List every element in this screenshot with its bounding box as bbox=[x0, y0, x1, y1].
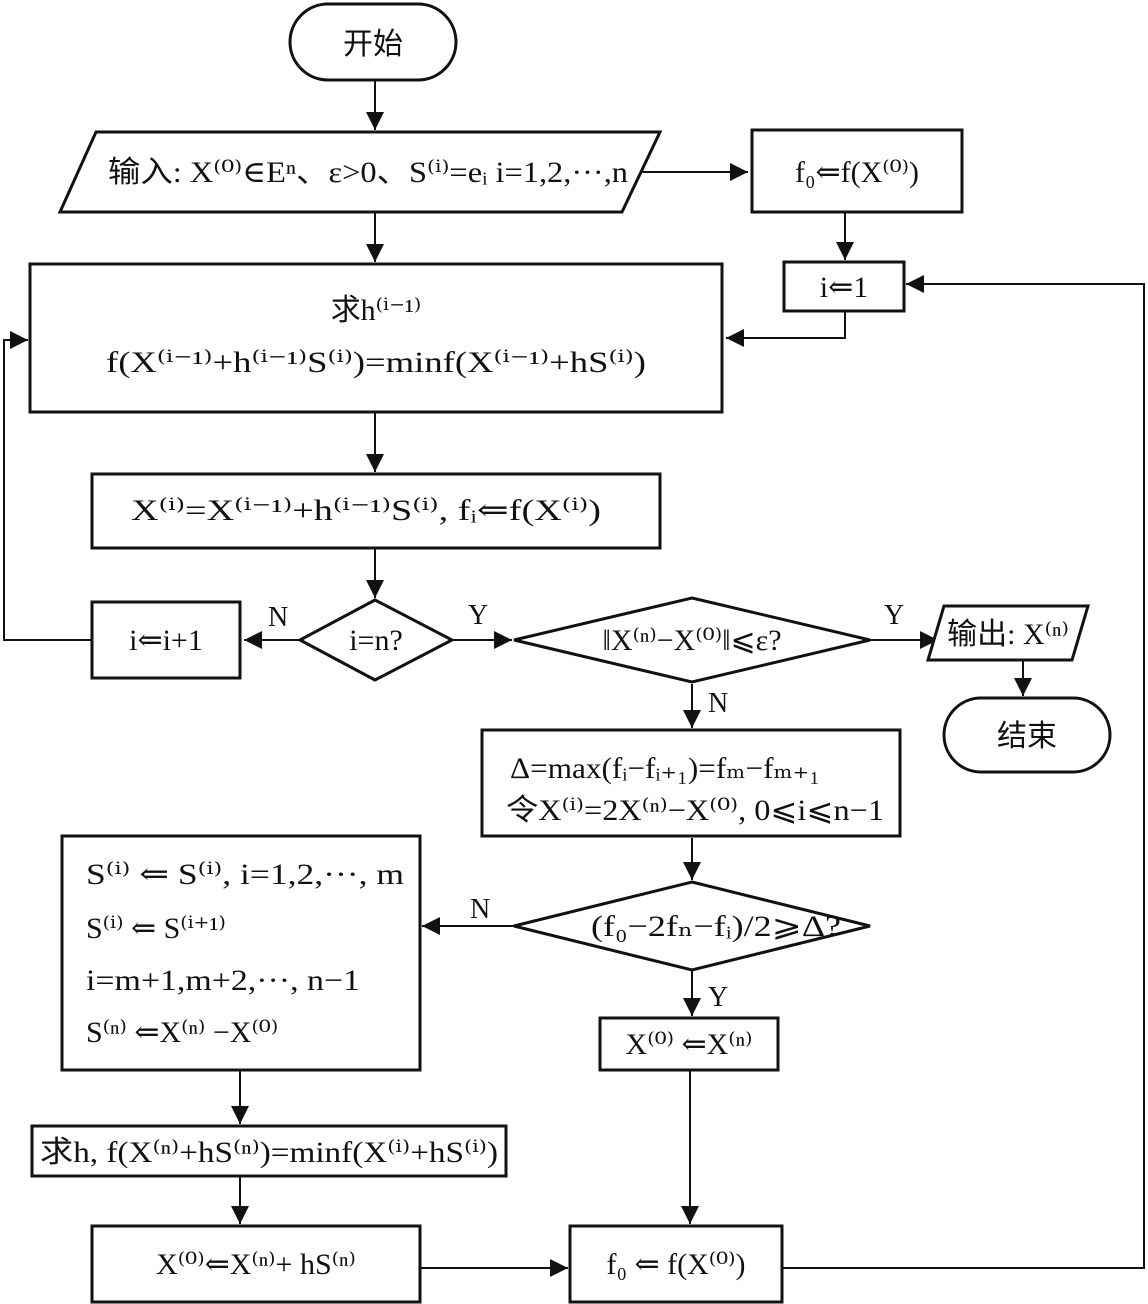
process-shape bbox=[598, 1016, 780, 1072]
edge-label-no-1: N bbox=[268, 602, 288, 633]
directions-line-2: S⁽ⁱ⁾ ⇐ S⁽ⁱ⁺¹⁾ bbox=[86, 912, 226, 945]
arrow-restart-loop bbox=[782, 275, 1145, 1269]
increment-label: i⇐i+1 bbox=[129, 624, 203, 657]
edge-label-no-3: N bbox=[470, 894, 490, 925]
x0-from-search-label: X⁽⁰⁾⇐X⁽ⁿ⁾+ hS⁽ⁿ⁾ bbox=[156, 1248, 356, 1281]
directions-line-1: S⁽ⁱ⁾ ⇐ S⁽ⁱ⁾, i=1,2,···, m bbox=[86, 858, 404, 891]
node-f0-init: f₀⇐f(X⁽⁰⁾) bbox=[750, 128, 964, 214]
connectors bbox=[3, 80, 1145, 1277]
search-h-label: 求h, f(X⁽ⁿ⁾+hS⁽ⁿ⁾)=minf(X⁽ⁱ⁾+hS⁽ⁱ⁾) bbox=[40, 1136, 498, 1169]
line-search-title: 求h⁽ⁱ⁻¹⁾ bbox=[331, 294, 422, 327]
decision-convergence-label: ‖X⁽ⁿ⁾−X⁽⁰⁾‖⩽ε? bbox=[602, 624, 781, 657]
edge-label-yes-1: Y bbox=[468, 600, 488, 631]
node-input: 输入: X⁽⁰⁾∈Eⁿ、ε>0、S⁽ⁱ⁾=eᵢ i=1,2,···,n bbox=[57, 130, 663, 214]
edge-label-yes-2: Y bbox=[884, 600, 904, 631]
delta-line-2: 令X⁽ⁱ⁾=2X⁽ⁿ⁾−X⁽⁰⁾, 0⩽i⩽n−1 bbox=[506, 794, 884, 827]
process-shape bbox=[90, 472, 662, 550]
process-shape bbox=[60, 834, 422, 1072]
directions-line-4: S⁽ⁿ⁾ ⇐X⁽ⁿ⁾ −X⁽⁰⁾ bbox=[86, 1016, 278, 1049]
end-label: 结束 bbox=[997, 720, 1057, 753]
arrow-i-to-search bbox=[726, 311, 846, 347]
edge-label-yes-3: Y bbox=[708, 982, 728, 1013]
node-output: 输出: X⁽ⁿ⁾ bbox=[925, 604, 1091, 662]
node-update: X⁽ⁱ⁾=X⁽ⁱ⁻¹⁾+h⁽ⁱ⁻¹⁾S⁽ⁱ⁾, fᵢ⇐f(X⁽ⁱ⁾) bbox=[90, 472, 662, 550]
process-shape bbox=[750, 128, 964, 214]
node-x0-from-xn: X⁽⁰⁾ ⇐X⁽ⁿ⁾ bbox=[598, 1016, 780, 1072]
i-init-label: i⇐1 bbox=[820, 271, 868, 304]
start-label: 开始 bbox=[343, 28, 403, 61]
process-shape bbox=[782, 260, 906, 313]
arrow-increment-loop bbox=[3, 331, 92, 641]
parallelogram-shape bbox=[925, 604, 1091, 662]
process-shape bbox=[568, 1224, 784, 1304]
input-label: 输入: X⁽⁰⁾∈Eⁿ、ε>0、S⁽ⁱ⁾=eᵢ i=1,2,···,n bbox=[108, 156, 628, 189]
output-label: 输出: X⁽ⁿ⁾ bbox=[947, 618, 1069, 651]
node-search-h: 求h, f(X⁽ⁿ⁾+hS⁽ⁿ⁾)=minf(X⁽ⁱ⁾+hS⁽ⁱ⁾) bbox=[30, 1124, 508, 1178]
node-f0-update: f₀ ⇐ f(X⁽⁰⁾) bbox=[568, 1224, 784, 1304]
terminator-shape bbox=[942, 696, 1112, 774]
process-shape bbox=[90, 1224, 422, 1304]
node-decision-delta: (f₀−2fₙ−fᵢ)/2⩾Δ? bbox=[513, 880, 871, 972]
decision-shape bbox=[513, 596, 871, 684]
f0-init-label: f₀⇐f(X⁽⁰⁾) bbox=[795, 156, 919, 189]
node-directions: S⁽ⁱ⁾ ⇐ S⁽ⁱ⁾, i=1,2,···, m S⁽ⁱ⁾ ⇐ S⁽ⁱ⁺¹⁾ … bbox=[60, 834, 422, 1072]
node-decision-convergence: ‖X⁽ⁿ⁾−X⁽⁰⁾‖⩽ε? bbox=[513, 596, 871, 684]
decision-shape bbox=[296, 598, 456, 682]
delta-line-1: Δ=max(fᵢ−fᵢ₊₁)=fₘ−fₘ₊₁ bbox=[510, 752, 820, 785]
line-search-equation: f(X⁽ⁱ⁻¹⁾+h⁽ⁱ⁻¹⁾S⁽ⁱ⁾)=minf(X⁽ⁱ⁻¹⁾+hS⁽ⁱ⁾) bbox=[106, 346, 646, 379]
decision-delta-label: (f₀−2fₙ−fᵢ)/2⩾Δ? bbox=[591, 910, 841, 943]
process-shape bbox=[90, 600, 242, 680]
process-shape bbox=[30, 1124, 508, 1178]
terminator-shape bbox=[288, 2, 458, 82]
x0-from-xn-label: X⁽⁰⁾ ⇐X⁽ⁿ⁾ bbox=[626, 1028, 753, 1061]
node-x0-from-search: X⁽⁰⁾⇐X⁽ⁿ⁾+ hS⁽ⁿ⁾ bbox=[90, 1224, 422, 1304]
directions-line-3: i=m+1,m+2,···, n−1 bbox=[86, 964, 360, 997]
process-shape bbox=[28, 262, 724, 414]
node-end: 结束 bbox=[942, 696, 1112, 774]
update-label: X⁽ⁱ⁾=X⁽ⁱ⁻¹⁾+h⁽ⁱ⁻¹⁾S⁽ⁱ⁾, fᵢ⇐f(X⁽ⁱ⁾) bbox=[131, 494, 601, 527]
parallelogram-shape bbox=[57, 130, 663, 214]
process-shape bbox=[480, 728, 902, 838]
edge-label-no-2: N bbox=[708, 688, 728, 719]
decision-shape bbox=[513, 880, 871, 972]
node-start: 开始 bbox=[288, 2, 458, 82]
node-increment: i⇐i+1 bbox=[90, 600, 242, 680]
node-decision-i: i=n? bbox=[296, 598, 456, 682]
decision-i-label: i=n? bbox=[349, 624, 403, 657]
node-line-search: 求h⁽ⁱ⁻¹⁾ f(X⁽ⁱ⁻¹⁾+h⁽ⁱ⁻¹⁾S⁽ⁱ⁾)=minf(X⁽ⁱ⁻¹⁾… bbox=[28, 262, 724, 414]
f0-update-label: f₀ ⇐ f(X⁽⁰⁾) bbox=[607, 1248, 746, 1281]
node-delta: Δ=max(fᵢ−fᵢ₊₁)=fₘ−fₘ₊₁ 令X⁽ⁱ⁾=2X⁽ⁿ⁾−X⁽⁰⁾,… bbox=[480, 728, 902, 838]
node-i-init: i⇐1 bbox=[782, 260, 906, 313]
